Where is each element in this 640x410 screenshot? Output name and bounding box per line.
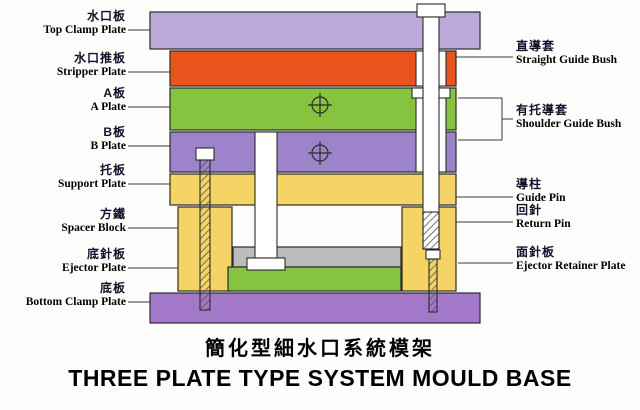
label-zh: 導柱 [516, 177, 543, 191]
label-return-pin: 回針 Return Pin [516, 203, 640, 231]
screw-head [195, 147, 215, 161]
label-guide-pin: 導柱 Guide Pin [516, 177, 640, 205]
label-en: Ejector Retainer Plate [516, 259, 626, 272]
support-pillar [254, 131, 278, 259]
diagram-title: 簡化型細水口系統模架 THREE PLATE TYPE SYSTEM MOULD… [0, 332, 640, 392]
label-support-plate: 托板 Support Plate [0, 163, 126, 191]
label-en: B Plate [90, 139, 126, 152]
label-spacer-block: 方鐵 Spacer Block [0, 207, 126, 235]
guide-pin-threaded-end [422, 211, 440, 250]
screw-shaft [199, 159, 211, 311]
return-pin-shaft [428, 258, 438, 313]
label-zh: 回針 [516, 203, 543, 217]
screw-hole-symbol [308, 141, 332, 165]
label-zh: 水口板 [86, 9, 126, 23]
label-en: Top Clamp Plate [43, 23, 126, 36]
label-en: Spacer Block [61, 221, 126, 234]
label-stripper-plate: 水口推板 Stripper Plate [0, 51, 126, 79]
label-en: A Plate [90, 100, 126, 113]
label-zh: A板 [103, 86, 126, 100]
label-ejector-retainer-plate: 面針板 Ejector Retainer Plate [516, 245, 640, 273]
title-chinese: 簡化型細水口系統模架 [205, 338, 435, 360]
return-pin-head [425, 249, 441, 260]
label-zh: 面針板 [516, 245, 556, 259]
label-en: Bottom Clamp Plate [25, 295, 126, 308]
label-a-plate: A板 A Plate [0, 86, 126, 114]
title-english: THREE PLATE TYPE SYSTEM MOULD BASE [68, 365, 572, 391]
label-en: Return Pin [516, 217, 571, 230]
label-zh: 水口推板 [73, 51, 126, 65]
plate-stripper [169, 50, 457, 87]
label-b-plate: B板 B Plate [0, 125, 126, 153]
label-en: Ejector Plate [62, 261, 126, 274]
label-ejector-plate: 底針板 Ejector Plate [0, 247, 126, 275]
label-zh: 有托導套 [516, 103, 569, 117]
guide-pin-head [416, 3, 446, 18]
label-en: Stripper Plate [56, 65, 126, 78]
plate-ejector [227, 266, 402, 292]
label-shoulder-guide-bush: 有托導套 Shoulder Guide Bush [516, 103, 640, 131]
label-zh: 直導套 [516, 39, 556, 53]
leader-lines [128, 29, 513, 303]
plate-b [169, 131, 457, 173]
support-pillar-flange [246, 257, 286, 271]
label-en: Shoulder Guide Bush [516, 117, 622, 130]
screw-hole-symbol [308, 93, 332, 117]
label-straight-guide-bush: 直導套 Straight Guide Bush [516, 39, 640, 67]
label-zh: 托板 [99, 163, 126, 177]
label-zh: 方鐵 [99, 207, 126, 221]
label-en: Straight Guide Bush [516, 53, 617, 66]
label-zh: B板 [103, 125, 126, 139]
label-en: Guide Pin [516, 191, 566, 204]
label-zh: 底板 [99, 281, 126, 295]
label-zh: 底針板 [86, 247, 126, 261]
label-en: Support Plate [57, 177, 126, 190]
label-bottom-clamp-plate: 底板 Bottom Clamp Plate [0, 281, 126, 309]
plate-support [169, 173, 457, 206]
label-top-clamp-plate: 水口板 Top Clamp Plate [0, 9, 126, 37]
